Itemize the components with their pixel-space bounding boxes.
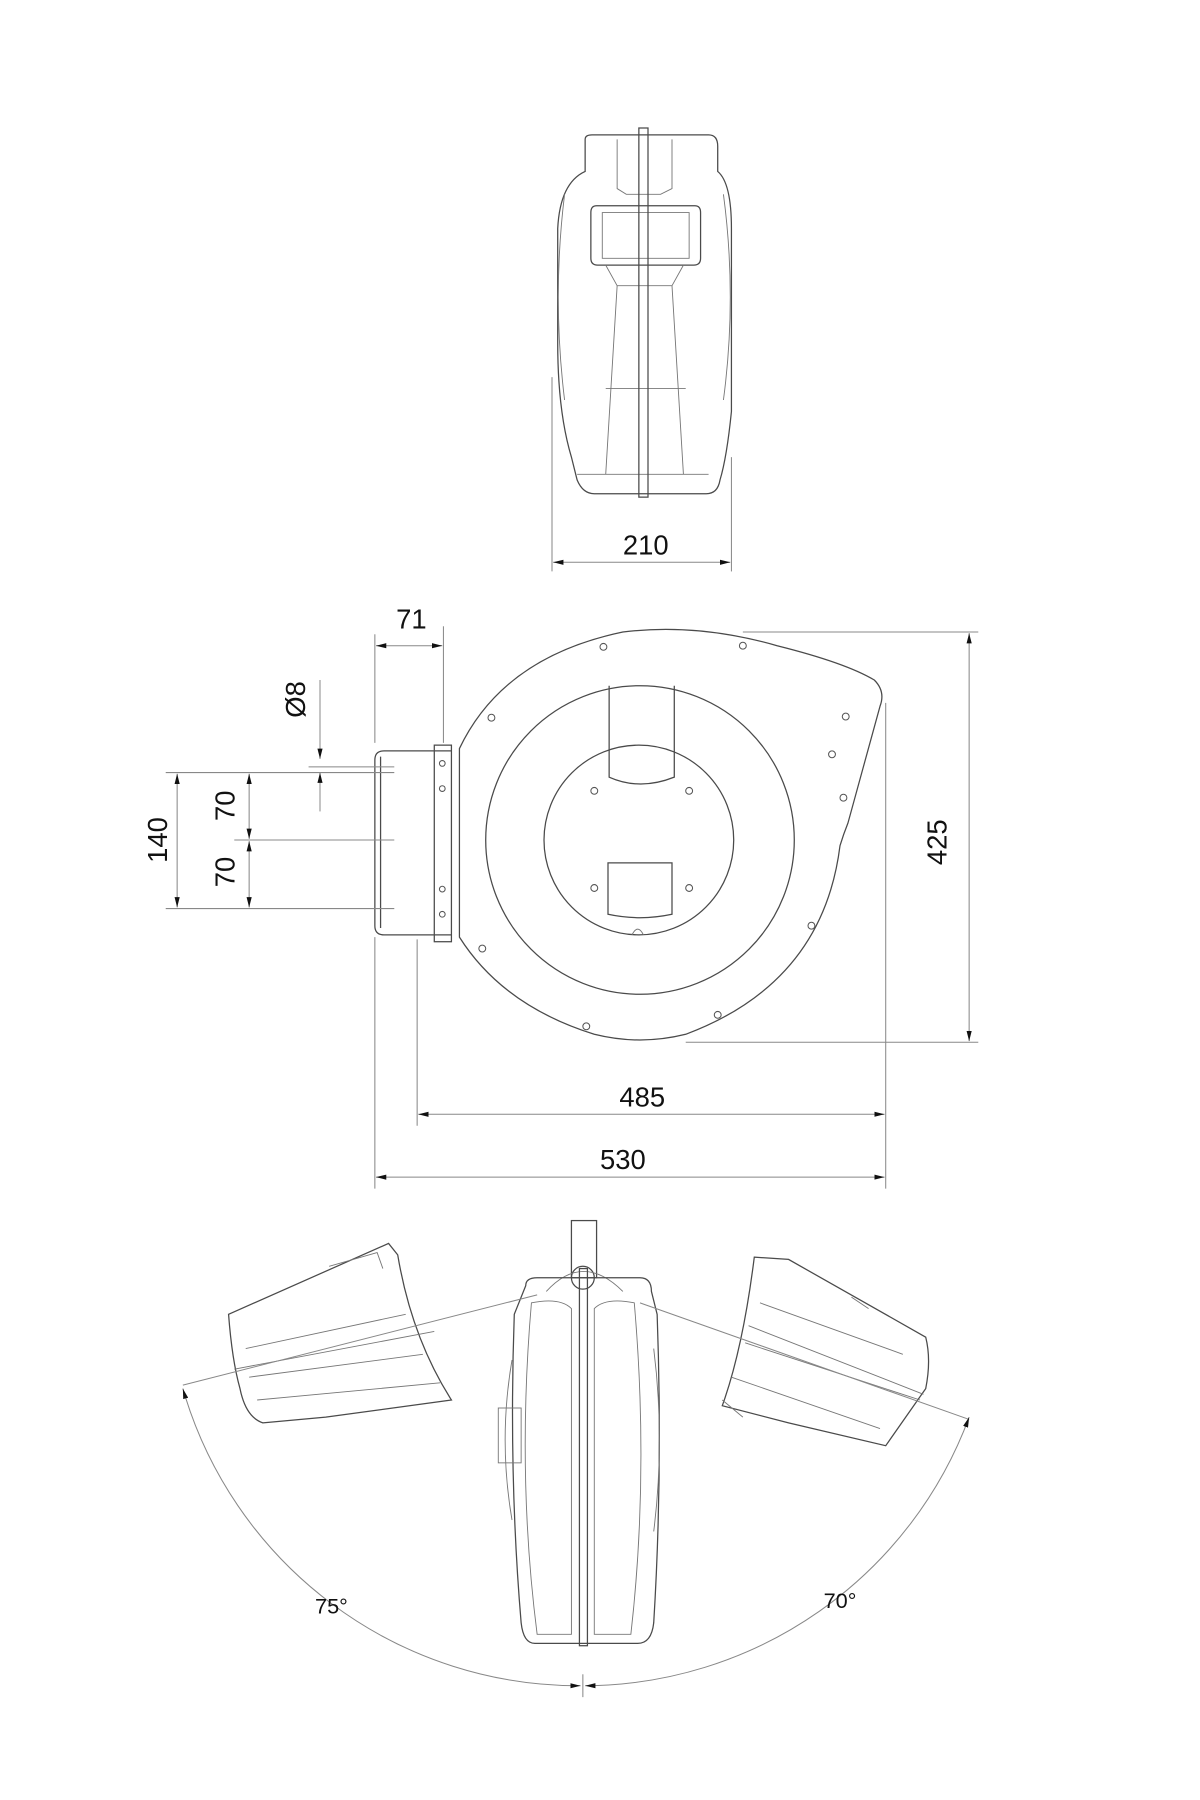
swivel-center-reel [497,1219,660,1647]
top-view-reel [557,127,733,498]
dimension-label-140: 140 [142,817,173,863]
dimension-width-210: 210 [551,377,732,572]
wall-bracket [374,744,453,943]
dimension-height-425: 425 [685,631,979,1043]
dimension-bracket-71: 71 [374,604,444,743]
angle-label-70: 70° [824,1588,857,1613]
dimension-label-425: 425 [921,819,952,865]
swivel-angle-arcs: 75° 70° [182,1294,970,1698]
mounting-holes [478,641,850,1031]
swivel-left-reel [227,1242,453,1424]
dimension-label-530: 530 [600,1144,646,1175]
front-view-reel [458,628,883,1041]
dimension-widths: 485 530 [374,702,887,1189]
dimension-label-485: 485 [619,1081,665,1112]
dimension-label-210: 210 [623,529,669,560]
dimension-label-70-lower: 70 [209,857,240,887]
dimension-label-71: 71 [396,604,426,635]
dimension-hole-diameter: Ø8 [280,680,395,812]
angle-label-75: 75° [315,1594,348,1619]
dimension-label-70-upper: 70 [209,790,240,820]
swivel-right-reel [721,1256,930,1447]
dimension-label-diameter-8: Ø8 [280,681,311,718]
dimension-hole-spacing: 140 70 70 [142,772,395,910]
